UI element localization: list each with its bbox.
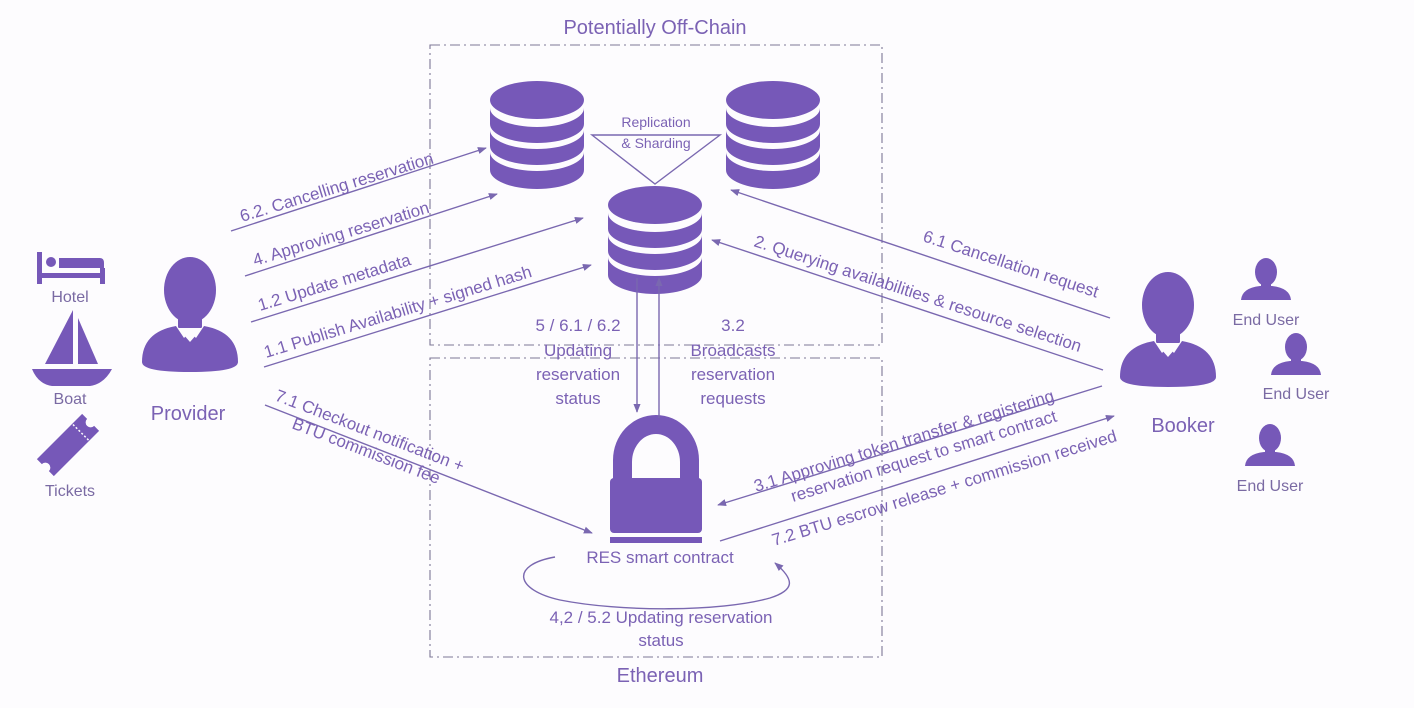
updating-status-label-4: status — [555, 389, 600, 408]
checkout-arrow — [264, 404, 593, 534]
end-user-icon — [1245, 424, 1295, 466]
sailboat-icon — [32, 310, 112, 386]
tickets-label: Tickets — [45, 483, 95, 500]
cancellation-request-arrow — [730, 189, 1111, 319]
end-user-label: End User — [1237, 478, 1304, 495]
self-update-label-1: 4,2 / 5.2 Updating reservation — [549, 608, 772, 627]
database-icon — [490, 81, 584, 189]
booker-label: Booker — [1151, 415, 1215, 437]
cancelling-arrow — [230, 147, 487, 232]
ticket-icon — [36, 413, 100, 477]
bed-icon — [37, 252, 105, 284]
replication-label: Replication — [621, 114, 690, 130]
self-update-label-2: status — [638, 631, 683, 650]
publish-arrow — [263, 263, 592, 368]
booker-person-icon — [1120, 272, 1216, 387]
broadcasts-label-1: 3.2 — [721, 316, 745, 335]
querying-arrow — [711, 239, 1104, 371]
approving-token-arrow — [717, 385, 1103, 507]
boat-label: Boat — [54, 391, 87, 408]
hotel-label: Hotel — [51, 289, 88, 306]
escrow-arrow — [719, 415, 1115, 542]
broadcasts-label-3: reservation — [691, 365, 775, 384]
sharding-label: & Sharding — [621, 135, 690, 151]
approving-arrow — [244, 193, 498, 277]
lock-icon — [610, 415, 702, 543]
approving-token-label-1: 3.1 Approving token transfer & registeri… — [752, 386, 1057, 496]
ethereum-title: Ethereum — [617, 665, 704, 687]
broadcasts-label-4: requests — [700, 389, 765, 408]
querying-label: 2. Querying availabilities & resource se… — [752, 232, 1084, 356]
provider-person-icon — [142, 257, 238, 372]
end-user-icon — [1271, 333, 1321, 375]
end-user-icon — [1241, 258, 1291, 300]
database-icon — [726, 81, 820, 189]
self-update-arrow — [522, 556, 791, 610]
contract-label: RES smart contract — [586, 548, 734, 567]
update-metadata-arrow — [250, 216, 584, 323]
updating-status-label-3: reservation — [536, 365, 620, 384]
broadcasts-label-2: Broadcasts — [690, 341, 775, 360]
off-chain-region — [429, 44, 883, 346]
end-user-label: End User — [1233, 312, 1300, 329]
ethereum-region — [429, 357, 883, 658]
cancellation-request-label: 6.1 Cancellation request — [921, 227, 1102, 302]
publish-label: 1.1 Publish Availability + signed hash — [262, 262, 534, 362]
provider-label: Provider — [151, 403, 226, 425]
replication-triangle — [589, 134, 723, 185]
database-icon — [608, 186, 702, 294]
updating-status-label-2: Updating — [544, 341, 612, 360]
off-chain-title: Potentially Off-Chain — [563, 17, 746, 39]
end-user-label: End User — [1263, 386, 1330, 403]
updating-status-label-1: 5 / 6.1 / 6.2 — [535, 316, 620, 335]
